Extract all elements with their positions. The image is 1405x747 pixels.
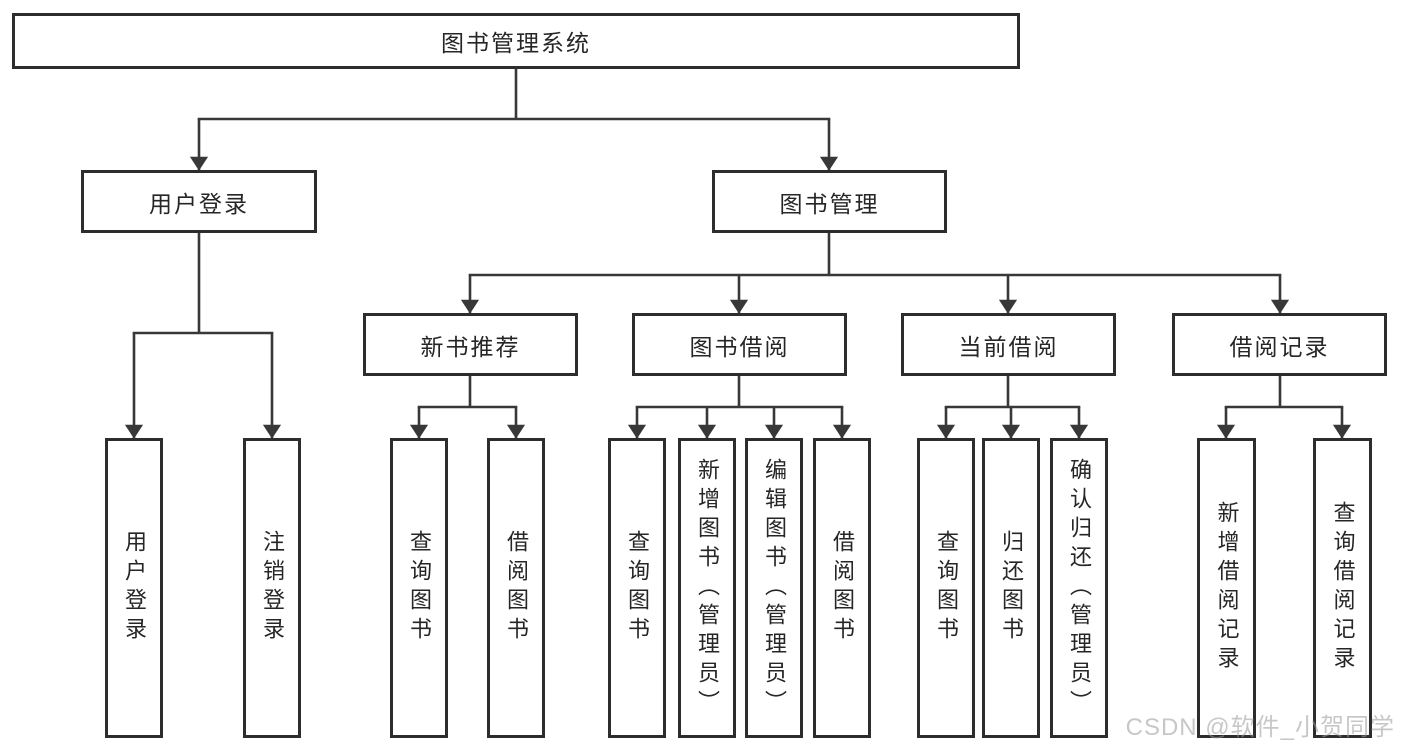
node-book-management: 图书管理 xyxy=(712,170,947,233)
leaf-add-borrow-record: 新增借阅记录 xyxy=(1197,438,1256,738)
leaf-add-book-admin: 新增图书（管理员） xyxy=(678,438,736,738)
node-book-borrow: 图书借阅 xyxy=(632,313,847,376)
leaf-borrow-books: 借阅图书 xyxy=(813,438,871,738)
connector-skeleton xyxy=(132,67,1344,409)
node-current-borrow: 当前借阅 xyxy=(901,313,1116,376)
leaf-edit-book-admin: 编辑图书（管理员） xyxy=(745,438,803,738)
node-library-system: 图书管理系统 xyxy=(12,13,1020,69)
leaf-logout-login: 注销登录 xyxy=(243,438,301,738)
leaf-return-books: 归还图书 xyxy=(982,438,1040,738)
leaf-borrow-books: 借阅图书 xyxy=(487,438,545,738)
leaf-query-books: 查询图书 xyxy=(390,438,448,738)
csdn-watermark: CSDN @软件_小贺同学 xyxy=(1125,714,1395,741)
leaf-query-books: 查询图书 xyxy=(917,438,975,738)
leaf-user-login: 用户登录 xyxy=(105,438,163,738)
node-user-login: 用户登录 xyxy=(81,170,317,233)
leaf-query-borrow-record: 查询借阅记录 xyxy=(1313,438,1372,738)
leaf-query-books: 查询图书 xyxy=(608,438,666,738)
node-new-book-recommend: 新书推荐 xyxy=(363,313,578,376)
node-borrow-records: 借阅记录 xyxy=(1172,313,1387,376)
leaf-confirm-return-admin: 确认归还（管理员） xyxy=(1050,438,1108,738)
